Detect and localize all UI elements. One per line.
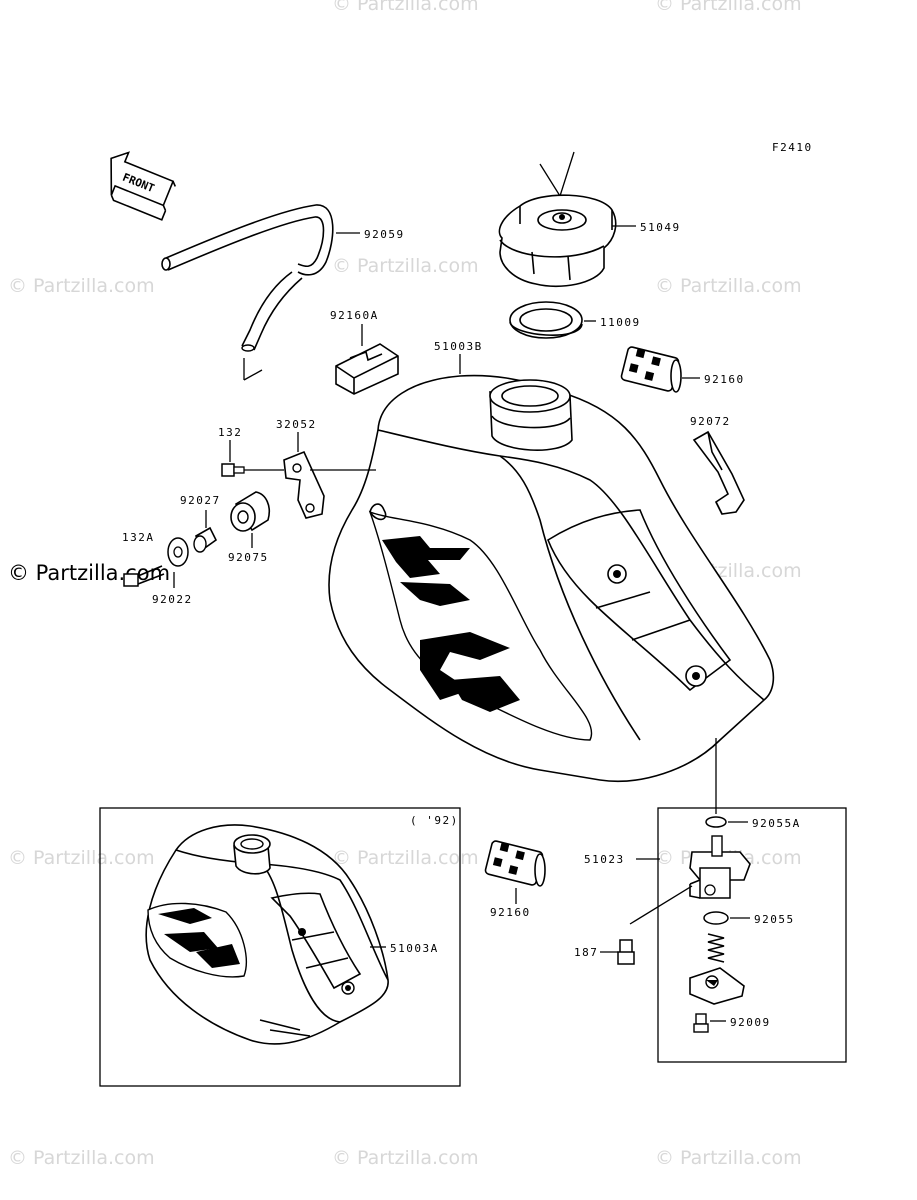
watermark: © Partzilla.com (8, 275, 155, 297)
strainer-spring (707, 933, 725, 963)
label-92160a: 92160A (330, 309, 379, 322)
damper-block (335, 343, 399, 395)
watermark: © Partzilla.com (655, 1147, 802, 1169)
label-92022: 92022 (152, 593, 193, 606)
bolt-187 (617, 939, 635, 965)
o-ring (703, 911, 729, 925)
label-51003b: 51003B (434, 340, 483, 353)
cap-gasket (509, 301, 583, 339)
label-187: 187 (574, 946, 598, 959)
inset-box-92 (99, 807, 461, 1087)
label-92055a: 92055A (752, 817, 801, 830)
tap-plate (689, 967, 745, 1005)
watermark: © Partzilla.com (332, 255, 479, 277)
breather-hose (161, 204, 334, 381)
label-92160-top: 92160 (704, 373, 745, 386)
front-arrow-icon: FRONT (110, 151, 177, 221)
label-132: 132 (218, 426, 242, 439)
rubber-damper-mid (484, 840, 546, 887)
label-92059: 92059 (364, 228, 405, 241)
watermark: © Partzilla.com (655, 275, 802, 297)
inset-label: ( '92) (410, 814, 459, 827)
label-51049: 51049 (640, 221, 681, 234)
rubber-damper (620, 346, 682, 393)
watermark: © Partzilla.com (332, 1147, 479, 1169)
tank-bracket (283, 450, 325, 519)
watermark: © Partzilla.com (655, 0, 802, 15)
label-92072: 92072 (690, 415, 731, 428)
screw-92009 (693, 1013, 709, 1033)
label-11009: 11009 (600, 316, 641, 329)
figure-code: F2410 (772, 141, 813, 154)
fuel-tap (689, 816, 751, 899)
bolt-132 (221, 463, 245, 477)
watermark-dark: © Partzilla.com (8, 561, 170, 585)
watermark: © Partzilla.com (332, 847, 479, 869)
collar (193, 526, 218, 553)
label-132a: 132A (122, 531, 155, 544)
fuel-tap-box (657, 807, 847, 1063)
watermark: © Partzilla.com (332, 0, 479, 15)
watermark: © Partzilla.com (8, 847, 155, 869)
watermark: © Partzilla.com (8, 1147, 155, 1169)
fuel-tank-92 (145, 824, 389, 1045)
label-92055: 92055 (754, 913, 795, 926)
label-32052: 32052 (276, 418, 317, 431)
label-92027: 92027 (180, 494, 221, 507)
fuel-tank-main (328, 374, 775, 783)
tank-strap-hook (692, 430, 745, 515)
label-92160-mid: 92160 (490, 906, 531, 919)
label-92075: 92075 (228, 551, 269, 564)
rubber-grommet (230, 491, 271, 532)
label-92009: 92009 (730, 1016, 771, 1029)
label-51003a: 51003A (390, 942, 439, 955)
fuel-cap (498, 151, 617, 288)
bolt-132a (123, 565, 165, 587)
washer (167, 537, 189, 567)
label-51023: 51023 (584, 853, 625, 866)
